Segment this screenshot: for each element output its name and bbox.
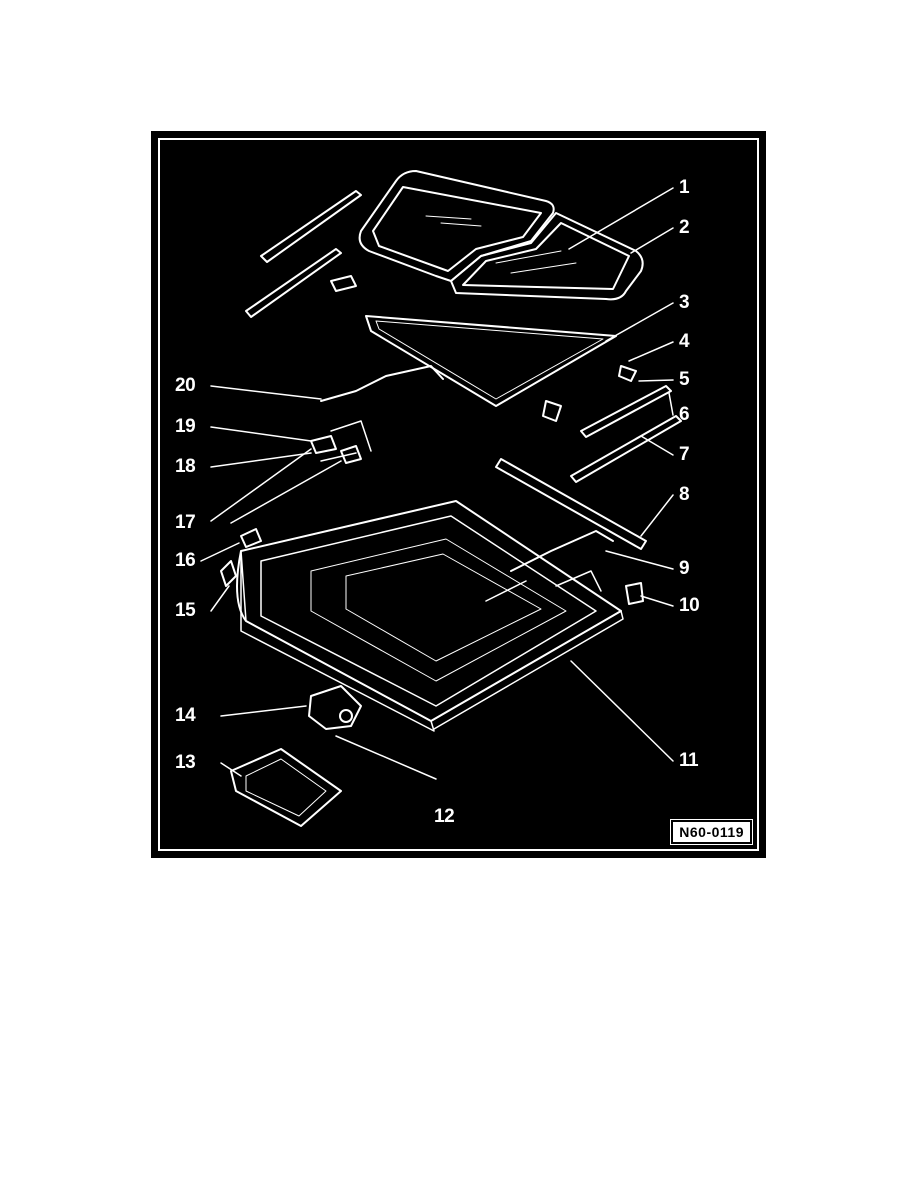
callout-3: 3 <box>679 292 690 313</box>
motor-cover <box>230 748 342 827</box>
callout-4: 4 <box>679 331 690 352</box>
callout-12: 12 <box>434 806 455 827</box>
small-brackets <box>220 435 644 605</box>
callout-15: 15 <box>175 600 196 621</box>
callout-5: 5 <box>679 369 690 390</box>
callout-6: 6 <box>679 404 690 425</box>
cable-drive-right <box>485 530 614 602</box>
cross-member <box>495 458 647 550</box>
callout-16: 16 <box>175 550 196 571</box>
callout-8: 8 <box>679 484 690 505</box>
glass-panel-front <box>358 170 555 282</box>
callout-19: 19 <box>175 416 196 437</box>
callout-1: 1 <box>679 177 690 198</box>
seal-frame <box>365 315 617 407</box>
callout-14: 14 <box>175 705 196 726</box>
rail-left-upper <box>245 190 362 318</box>
callout-10: 10 <box>679 595 700 616</box>
exploded-view-diagram: 1 2 3 4 5 6 7 8 9 10 11 12 13 14 15 16 1… <box>151 131 766 858</box>
bracket-items <box>330 275 637 422</box>
callout-7: 7 <box>679 444 690 465</box>
drive-motor <box>308 685 362 730</box>
leader-lines <box>200 187 674 780</box>
callout-20: 20 <box>175 375 196 396</box>
callout-13: 13 <box>175 752 196 773</box>
glass-panel-rear <box>450 212 644 301</box>
callout-2: 2 <box>679 217 690 238</box>
diagram-drawing <box>200 170 682 827</box>
cable-drive-left <box>320 365 444 462</box>
callout-11: 11 <box>679 750 699 771</box>
main-frame <box>236 500 624 732</box>
callout-9: 9 <box>679 558 690 579</box>
callout-17: 17 <box>175 512 196 533</box>
rail-right <box>570 385 682 483</box>
reference-code-label: N60-0119 <box>670 819 753 845</box>
callout-18: 18 <box>175 456 196 477</box>
